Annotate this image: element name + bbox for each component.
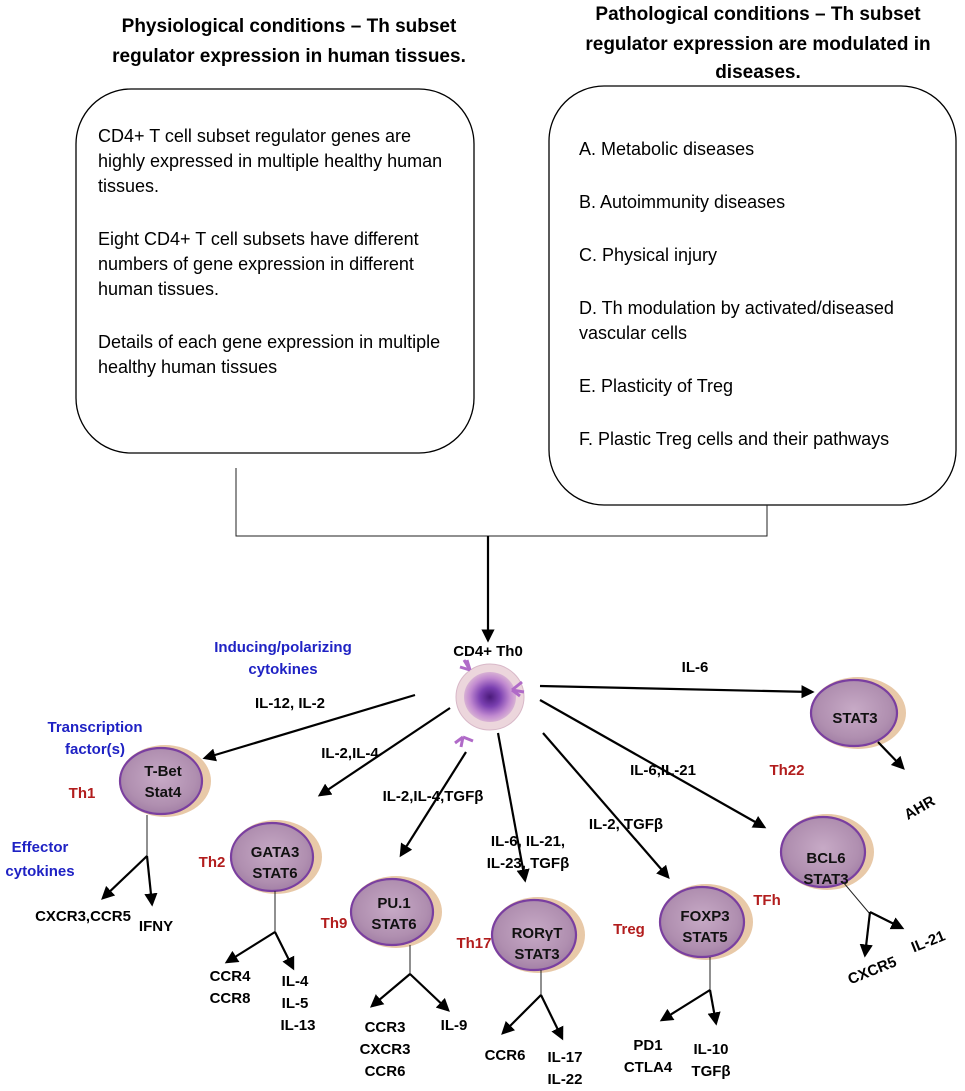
name-th2: Th2 bbox=[199, 854, 226, 871]
inducing-th17-1: IL-6, IL-21, bbox=[491, 833, 565, 850]
right-header-line-3: diseases. bbox=[715, 62, 801, 83]
right-header-line-2: regulator expression are modulated in bbox=[585, 34, 930, 55]
arrow-tfh bbox=[539, 699, 767, 829]
eff-treg-right-2: TGFβ bbox=[691, 1063, 730, 1080]
legend-effector-2: cytokines bbox=[5, 863, 74, 880]
eff-th2-right-2: IL-5 bbox=[282, 995, 309, 1012]
box-connector bbox=[235, 468, 768, 537]
legend-transcription-2: factor(s) bbox=[65, 741, 125, 758]
right-box bbox=[548, 85, 957, 506]
tf-th2-2: STAT6 bbox=[252, 865, 297, 882]
right-box-item-d: D. Th modulation by activated/diseased v… bbox=[579, 298, 894, 343]
left-box-paragraph-1: CD4+ T cell subset regulator genes are h… bbox=[98, 126, 443, 196]
eff-th9-right-1: IL-9 bbox=[441, 1017, 468, 1034]
right-box-text: A. Metabolic diseases B. Autoimmunity di… bbox=[579, 137, 947, 480]
tf-th17-1: RORγT bbox=[512, 925, 563, 942]
arrow-th2 bbox=[317, 707, 451, 797]
cell-tfh bbox=[779, 814, 874, 890]
arrow-treg bbox=[542, 732, 670, 879]
eff-tfh-right-1: IL-21 bbox=[909, 927, 948, 956]
left-box-paragraph-2: Eight CD4+ T cell subsets have different… bbox=[98, 229, 419, 299]
right-header-line-1: Pathological conditions – Th subset bbox=[595, 4, 921, 25]
legend-inducing-1: Inducing/polarizing bbox=[214, 639, 352, 656]
right-box-item-e: E. Plasticity of Treg bbox=[579, 376, 734, 396]
inducing-th9: IL-2,IL-4,TGFβ bbox=[383, 788, 484, 805]
cell-th9 bbox=[349, 876, 442, 948]
eff-th2-left-2: CCR8 bbox=[210, 990, 251, 1007]
eff-th9-left-3: CCR6 bbox=[365, 1063, 406, 1080]
cell-treg bbox=[658, 884, 753, 960]
eff-th2-left-1: CCR4 bbox=[210, 968, 251, 985]
eff-th17-right-1: IL-17 bbox=[547, 1049, 582, 1066]
eff-treg-right-1: IL-10 bbox=[693, 1041, 728, 1058]
eff-th2-right-3: IL-13 bbox=[280, 1017, 315, 1034]
left-header-line-2: regulator expression in human tissues. bbox=[112, 46, 466, 67]
tf-tfh-2: STAT3 bbox=[803, 871, 848, 888]
eff-treg-left-2: CTLA4 bbox=[624, 1059, 673, 1076]
eff-th1-right: IFNY bbox=[139, 918, 173, 935]
legend-effector-1: Effector bbox=[12, 839, 69, 856]
right-box-item-a: A. Metabolic diseases bbox=[579, 139, 755, 159]
eff-th17-left-1: CCR6 bbox=[485, 1047, 526, 1064]
tf-th9-2: STAT6 bbox=[371, 916, 416, 933]
cell-th22 bbox=[809, 677, 906, 749]
eff-th22-right-1: AHR bbox=[901, 793, 938, 824]
tf-th22-1: STAT3 bbox=[832, 710, 877, 727]
legend-inducing-2: cytokines bbox=[248, 661, 317, 678]
eff-treg-left-1: PD1 bbox=[633, 1037, 662, 1054]
eff-th9-left-2: CXCR3 bbox=[360, 1041, 411, 1058]
inducing-th22: IL-6 bbox=[682, 659, 709, 676]
center-label: CD4+ Th0 bbox=[453, 643, 523, 660]
tf-treg-2: STAT5 bbox=[682, 929, 727, 946]
center-cell bbox=[454, 659, 525, 748]
arrow-th22 bbox=[539, 684, 815, 699]
cell-th2 bbox=[229, 820, 322, 894]
cell-th1 bbox=[118, 745, 211, 817]
arrow-th1 bbox=[202, 693, 416, 762]
tf-th1-2: Stat4 bbox=[145, 784, 182, 801]
legend-transcription-1: Transcription bbox=[47, 719, 142, 736]
inducing-th17-2: IL-23, TGFβ bbox=[487, 855, 570, 872]
tf-th17-2: STAT3 bbox=[514, 946, 559, 963]
inducing-th2: IL-2,IL-4 bbox=[321, 745, 379, 762]
left-box-paragraph-3: Details of each gene expression in multi… bbox=[98, 332, 441, 377]
name-th17: Th17 bbox=[456, 935, 491, 952]
right-box-item-c: C. Physical injury bbox=[579, 245, 718, 265]
eff-th1-left: CXCR3,CCR5 bbox=[35, 908, 131, 925]
name-th9: Th9 bbox=[321, 915, 348, 932]
right-box-item-b: B. Autoimmunity diseases bbox=[579, 192, 786, 212]
name-treg: Treg bbox=[613, 921, 645, 938]
tf-th1-1: T-Bet bbox=[144, 763, 182, 780]
eff-th17-right-2: IL-22 bbox=[547, 1071, 582, 1088]
arrow-th9 bbox=[399, 751, 467, 858]
left-box bbox=[75, 88, 475, 454]
tf-treg-1: FOXP3 bbox=[680, 908, 729, 925]
name-th22: Th22 bbox=[769, 762, 804, 779]
right-box-item-f: F. Plastic Treg cells and their pathways bbox=[579, 429, 890, 449]
eff-tfh-left-1: CXCR5 bbox=[846, 953, 900, 988]
inducing-tfh: IL-6,IL-21 bbox=[630, 762, 696, 779]
eff-th2-right-1: IL-4 bbox=[282, 973, 309, 990]
cell-th17 bbox=[490, 897, 585, 973]
inducing-th1: IL-12, IL-2 bbox=[255, 695, 325, 712]
left-box-text: CD4+ T cell subset regulator genes are h… bbox=[98, 124, 460, 408]
tf-tfh-1: BCL6 bbox=[806, 850, 845, 867]
branches bbox=[101, 741, 905, 1041]
name-th1: Th1 bbox=[69, 785, 96, 802]
eff-th9-left-1: CCR3 bbox=[365, 1019, 406, 1036]
name-tfh: TFh bbox=[753, 892, 781, 909]
left-header-line-1: Physiological conditions – Th subset bbox=[122, 16, 457, 37]
tf-th9-1: PU.1 bbox=[377, 895, 410, 912]
inducing-treg: IL-2, TGFβ bbox=[589, 816, 663, 833]
arrow-th17 bbox=[496, 732, 530, 883]
tf-th2-1: GATA3 bbox=[251, 844, 300, 861]
